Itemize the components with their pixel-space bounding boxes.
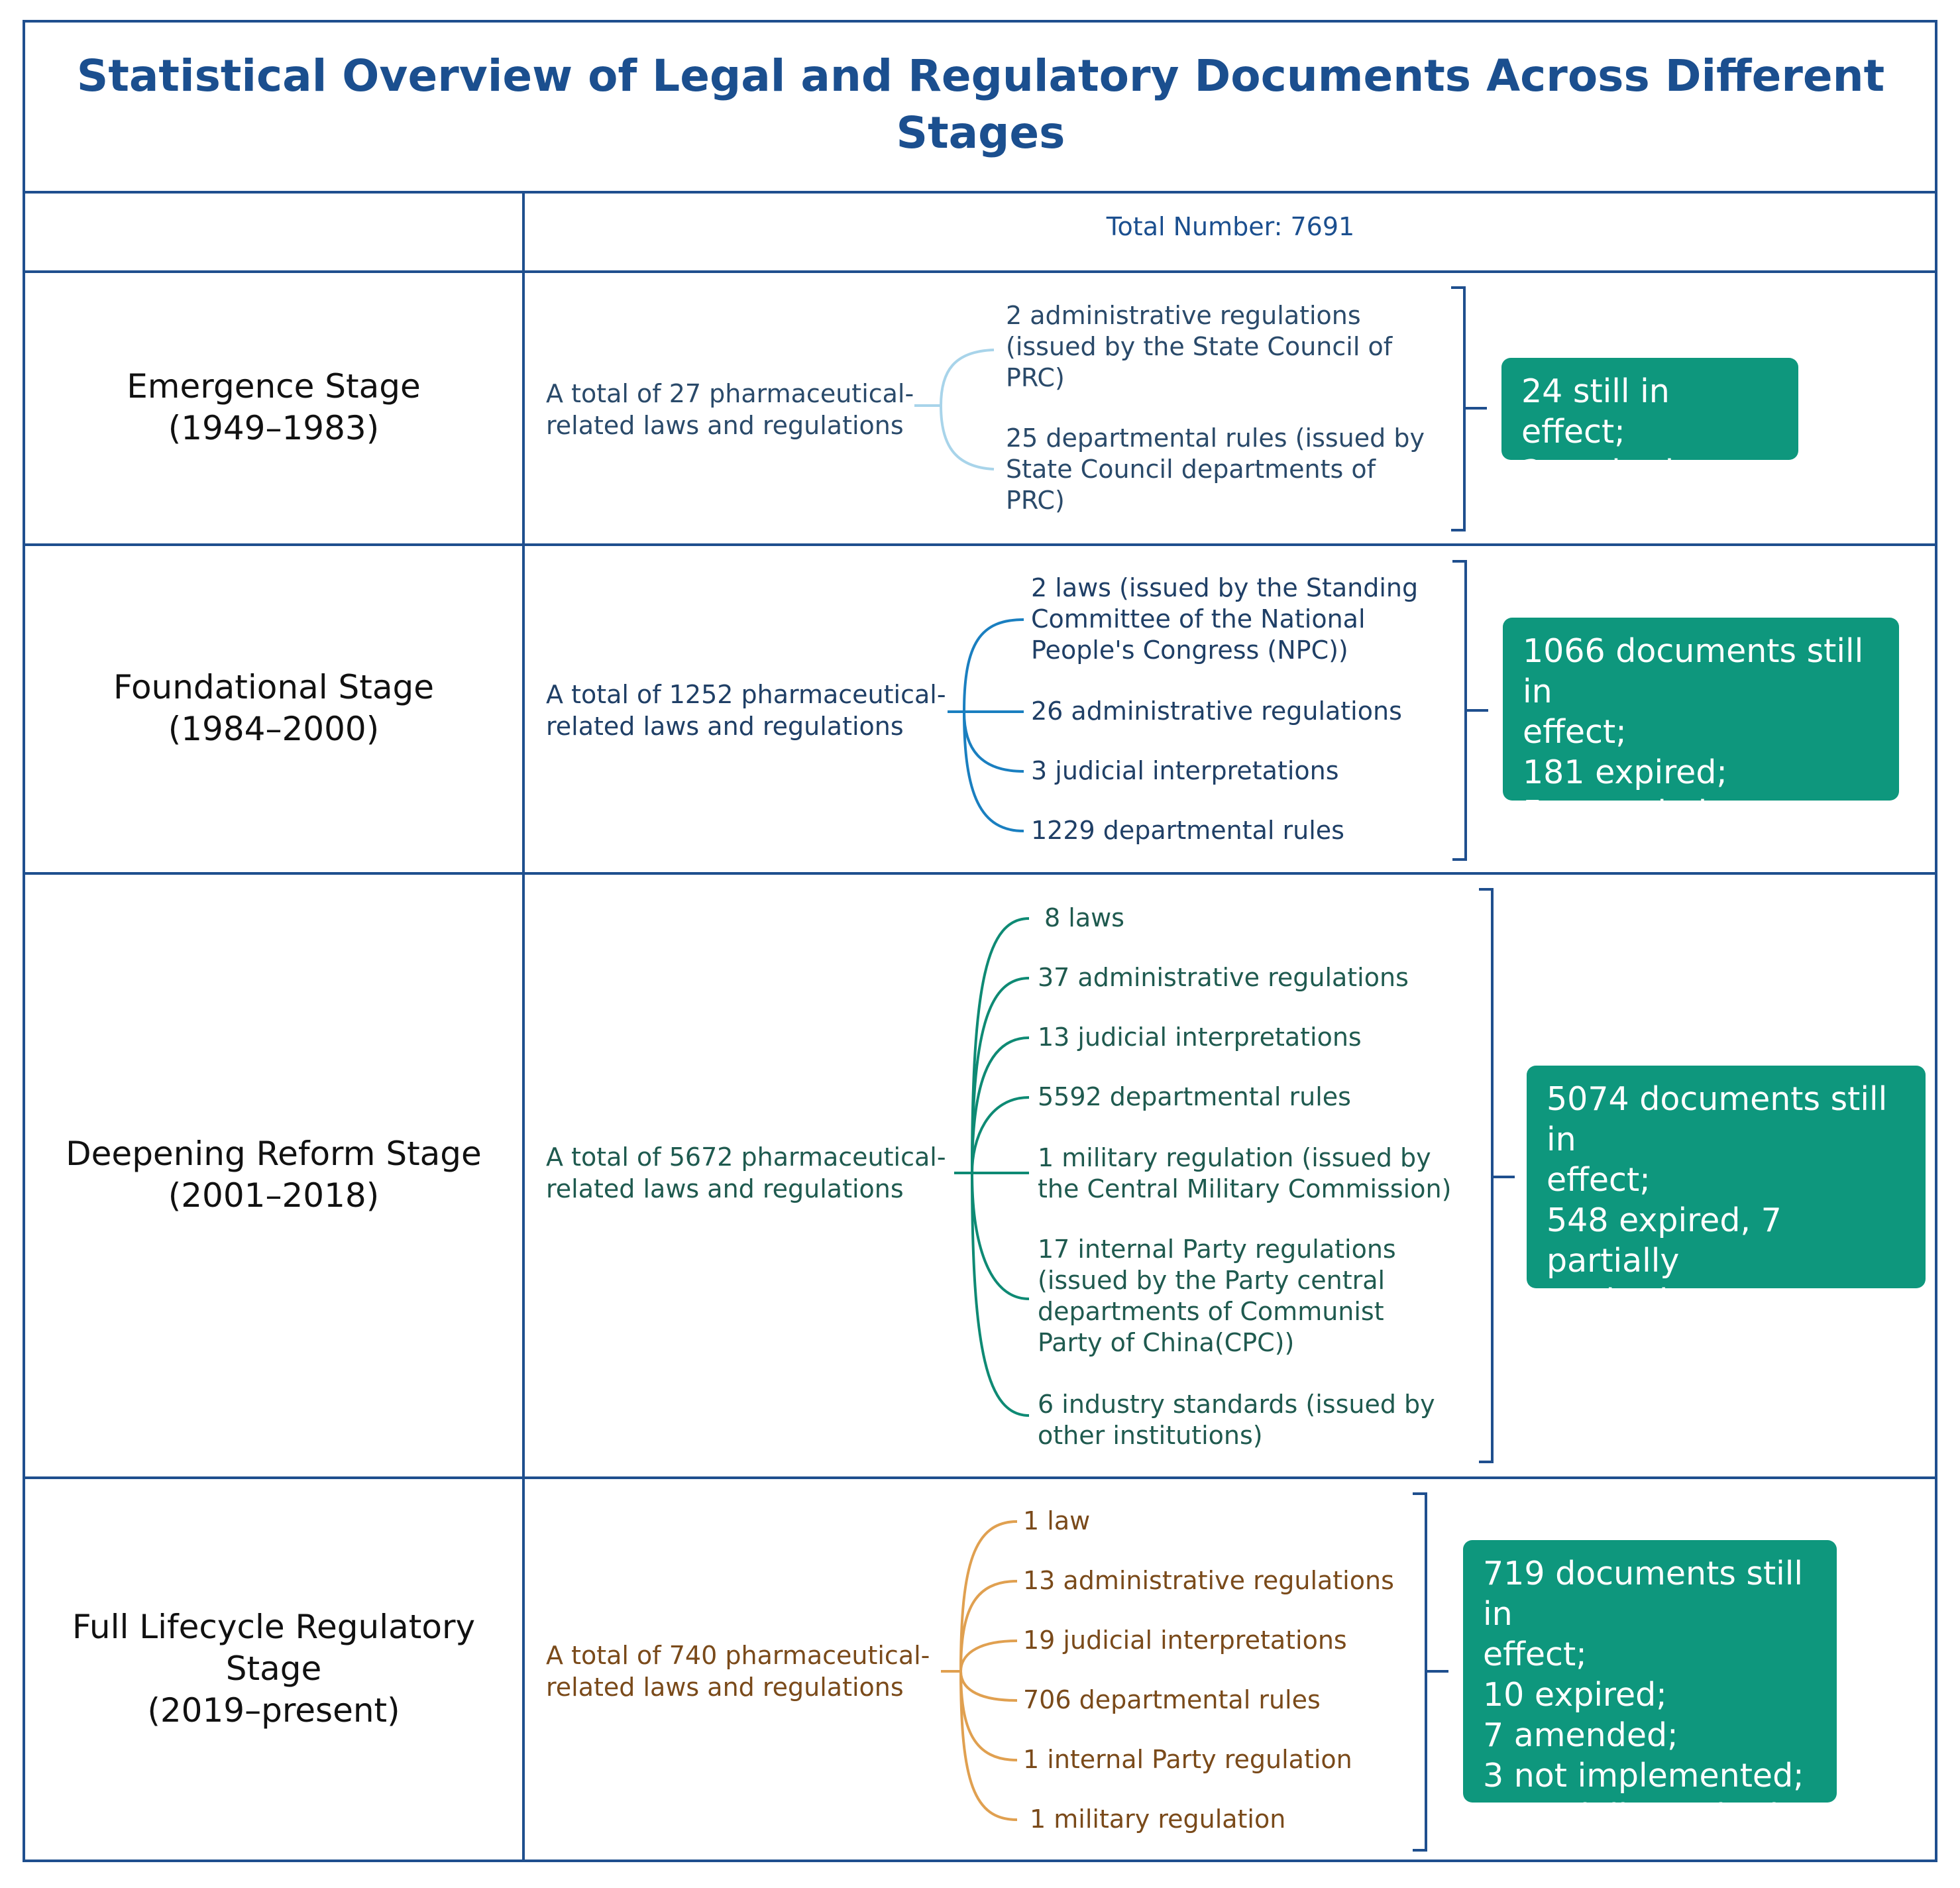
row-divider-1 <box>23 543 1937 546</box>
stage-summary-deepening-reform: A total of 5672 pharmaceutical- related … <box>546 1142 946 1203</box>
item-industry-standards: 6 industry standards (issued by other in… <box>1038 1390 1435 1450</box>
item-military-regulation: 1 military regulation (issued by the Cen… <box>1038 1143 1452 1203</box>
item-departmental-rules: 5592 departmental rules <box>1038 1082 1351 1111</box>
item-administrative-regulations: 2 administrative regulations (issued by … <box>1006 301 1393 392</box>
bracket-emergence <box>1451 286 1466 531</box>
bracket-full-lifecycle <box>1413 1492 1427 1852</box>
item-military-regulation: 1 military regulation <box>1030 1805 1286 1834</box>
item-administrative-regulations: 26 administrative regulations <box>1031 696 1402 726</box>
item-laws: 8 laws <box>1044 903 1124 932</box>
stage-summary-emergence: A total of 27 pharmaceutical- related la… <box>546 379 914 440</box>
item-departmental-rules: 25 departmental rules (issued by State C… <box>1006 423 1425 515</box>
item-law: 1 law <box>1023 1506 1091 1535</box>
deepening-branches <box>954 917 1030 1417</box>
stage-name-deepening-reform: Deepening Reform Stage (2001–2018) <box>66 1135 482 1215</box>
stage-summary-foundational: A total of 1252 pharmaceutical- related … <box>546 680 946 741</box>
page-title: Statistical Overview of Legal and Regula… <box>76 50 1885 158</box>
total-number: Total Number: 7691 <box>1106 212 1355 241</box>
item-internal-party-regulation: 1 internal Party regulation <box>1023 1745 1352 1774</box>
row-divider-3 <box>23 1476 1937 1479</box>
header-divider <box>23 270 1937 273</box>
full-lifecycle-branches <box>941 1520 1018 1821</box>
row-divider-2 <box>23 872 1937 875</box>
bracket-tick-full-lifecycle <box>1427 1670 1448 1673</box>
stage-name-foundational: Foundational Stage (1984–2000) <box>113 668 434 748</box>
item-departmental-rules: 706 departmental rules <box>1023 1685 1321 1714</box>
status-box-foundational: 1066 documents still in effect; 181 expi… <box>1503 618 1899 832</box>
column-divider <box>522 191 525 1862</box>
item-judicial-interpretations: 13 judicial interpretations <box>1038 1023 1362 1052</box>
bracket-tick-deepening-reform <box>1494 1176 1515 1178</box>
bracket-deepening-reform <box>1479 888 1494 1463</box>
item-laws: 2 laws (issued by the Standing Committee… <box>1031 573 1419 665</box>
item-administrative-regulations: 37 administrative regulations <box>1038 963 1409 992</box>
bracket-tick-emergence <box>1466 407 1487 410</box>
item-judicial-interpretations: 3 judicial interpretations <box>1031 756 1339 785</box>
emergence-branches <box>914 349 995 471</box>
item-internal-party-regulations: 17 internal Party regulations (issued by… <box>1038 1235 1396 1357</box>
foundational-branches <box>948 618 1024 832</box>
item-administrative-regulations: 13 administrative regulations <box>1023 1566 1394 1595</box>
item-judicial-interpretations: 19 judicial interpretations <box>1023 1626 1347 1655</box>
stage-summary-full-lifecycle: A total of 740 pharmaceutical- related l… <box>546 1641 930 1702</box>
status-box-deepening-reform: 5074 documents still in effect; 548 expi… <box>1527 1066 1926 1360</box>
stage-name-full-lifecycle: Full Lifecycle Regulatory Stage (2019–pr… <box>72 1608 476 1730</box>
status-box-emergence: 24 still in effect; 3 expired <box>1501 358 1798 491</box>
stage-name-emergence: Emergence Stage (1949–1983) <box>127 367 421 447</box>
title-divider <box>23 191 1937 194</box>
item-departmental-rules: 1229 departmental rules <box>1031 816 1344 845</box>
bracket-tick-foundational <box>1467 709 1488 712</box>
bracket-foundational <box>1452 560 1467 861</box>
table-frame <box>23 20 1937 1862</box>
status-box-full-lifecycle: 719 documents still in effect; 10 expire… <box>1463 1540 1837 1835</box>
